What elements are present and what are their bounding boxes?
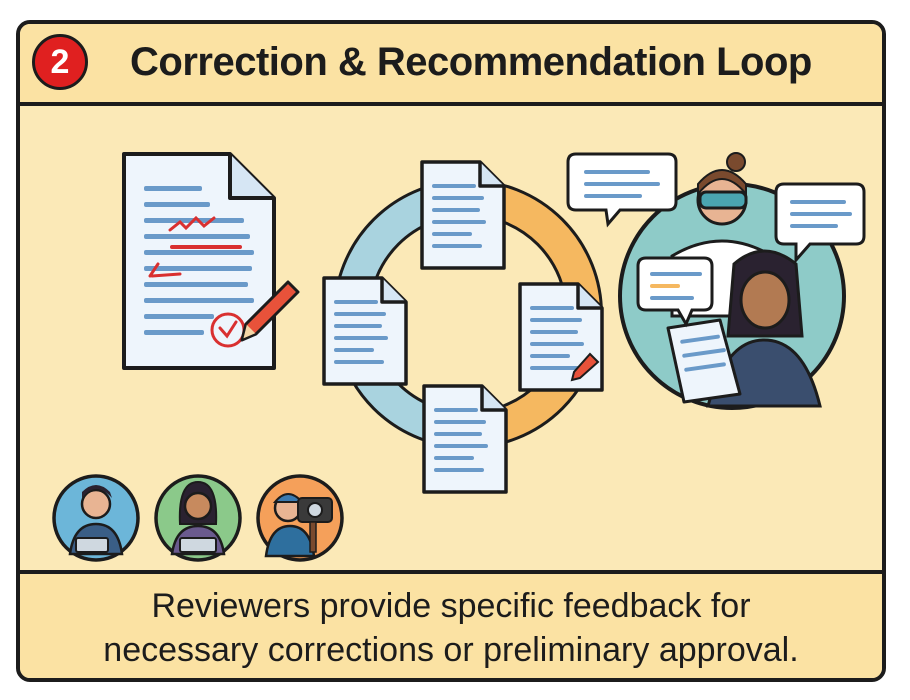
marked-document-icon <box>122 152 276 370</box>
speech-bubble-icon <box>636 256 714 328</box>
correction-loop-card: 2 Correction & Recommendation Loop <box>16 20 886 682</box>
illustration <box>52 152 866 562</box>
document-icon <box>420 160 506 270</box>
page-title: Correction & Recommendation Loop <box>130 40 812 84</box>
document-icon <box>322 276 408 386</box>
header-bar: 2 Correction & Recommendation Loop <box>20 24 882 106</box>
speech-bubble-icon <box>774 182 866 264</box>
author-avatar-icon <box>154 474 242 562</box>
caption: Reviewers provide specific feedback for … <box>20 584 882 672</box>
caption-bar: Reviewers provide specific feedback for … <box>20 570 882 678</box>
caption-line-1: Reviewers provide specific feedback for <box>151 587 751 625</box>
author-avatar-icon <box>52 474 140 562</box>
pencil-icon <box>240 280 300 342</box>
caption-line-2: necessary corrections or preliminary app… <box>103 631 799 669</box>
author-avatar-icon <box>256 474 344 562</box>
document-icon <box>422 384 508 494</box>
step-number-badge: 2 <box>32 34 88 90</box>
document-icon <box>518 282 604 392</box>
speech-bubble-icon <box>566 152 678 228</box>
